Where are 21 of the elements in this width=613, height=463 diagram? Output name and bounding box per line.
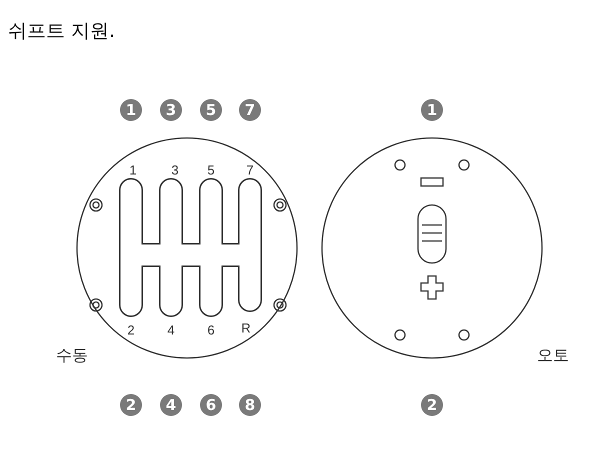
- gear-number: 1: [129, 162, 137, 178]
- gear-number: 2: [127, 322, 135, 338]
- callout-number: 2: [421, 394, 443, 416]
- callout-number: 8: [239, 394, 261, 416]
- gear-number: 7: [246, 162, 254, 178]
- title: 쉬프트 지원.: [8, 19, 116, 44]
- gear-number: 6: [207, 322, 215, 338]
- callout-number: 1: [120, 99, 142, 121]
- gear-number: R: [241, 320, 251, 336]
- callout-number: 2: [120, 394, 142, 416]
- callout-number: 3: [160, 99, 182, 121]
- callout-number: 6: [200, 394, 222, 416]
- callout-number: 5: [200, 99, 222, 121]
- gear-number: 4: [167, 322, 175, 338]
- gear-number: 3: [171, 162, 179, 178]
- callout-number: 1: [421, 99, 443, 121]
- plate-label: 오토: [537, 346, 569, 366]
- callout-number: 7: [239, 99, 261, 121]
- callout-number: 4: [160, 394, 182, 416]
- gear-number: 5: [207, 162, 215, 178]
- plate-label: 수동: [56, 346, 88, 366]
